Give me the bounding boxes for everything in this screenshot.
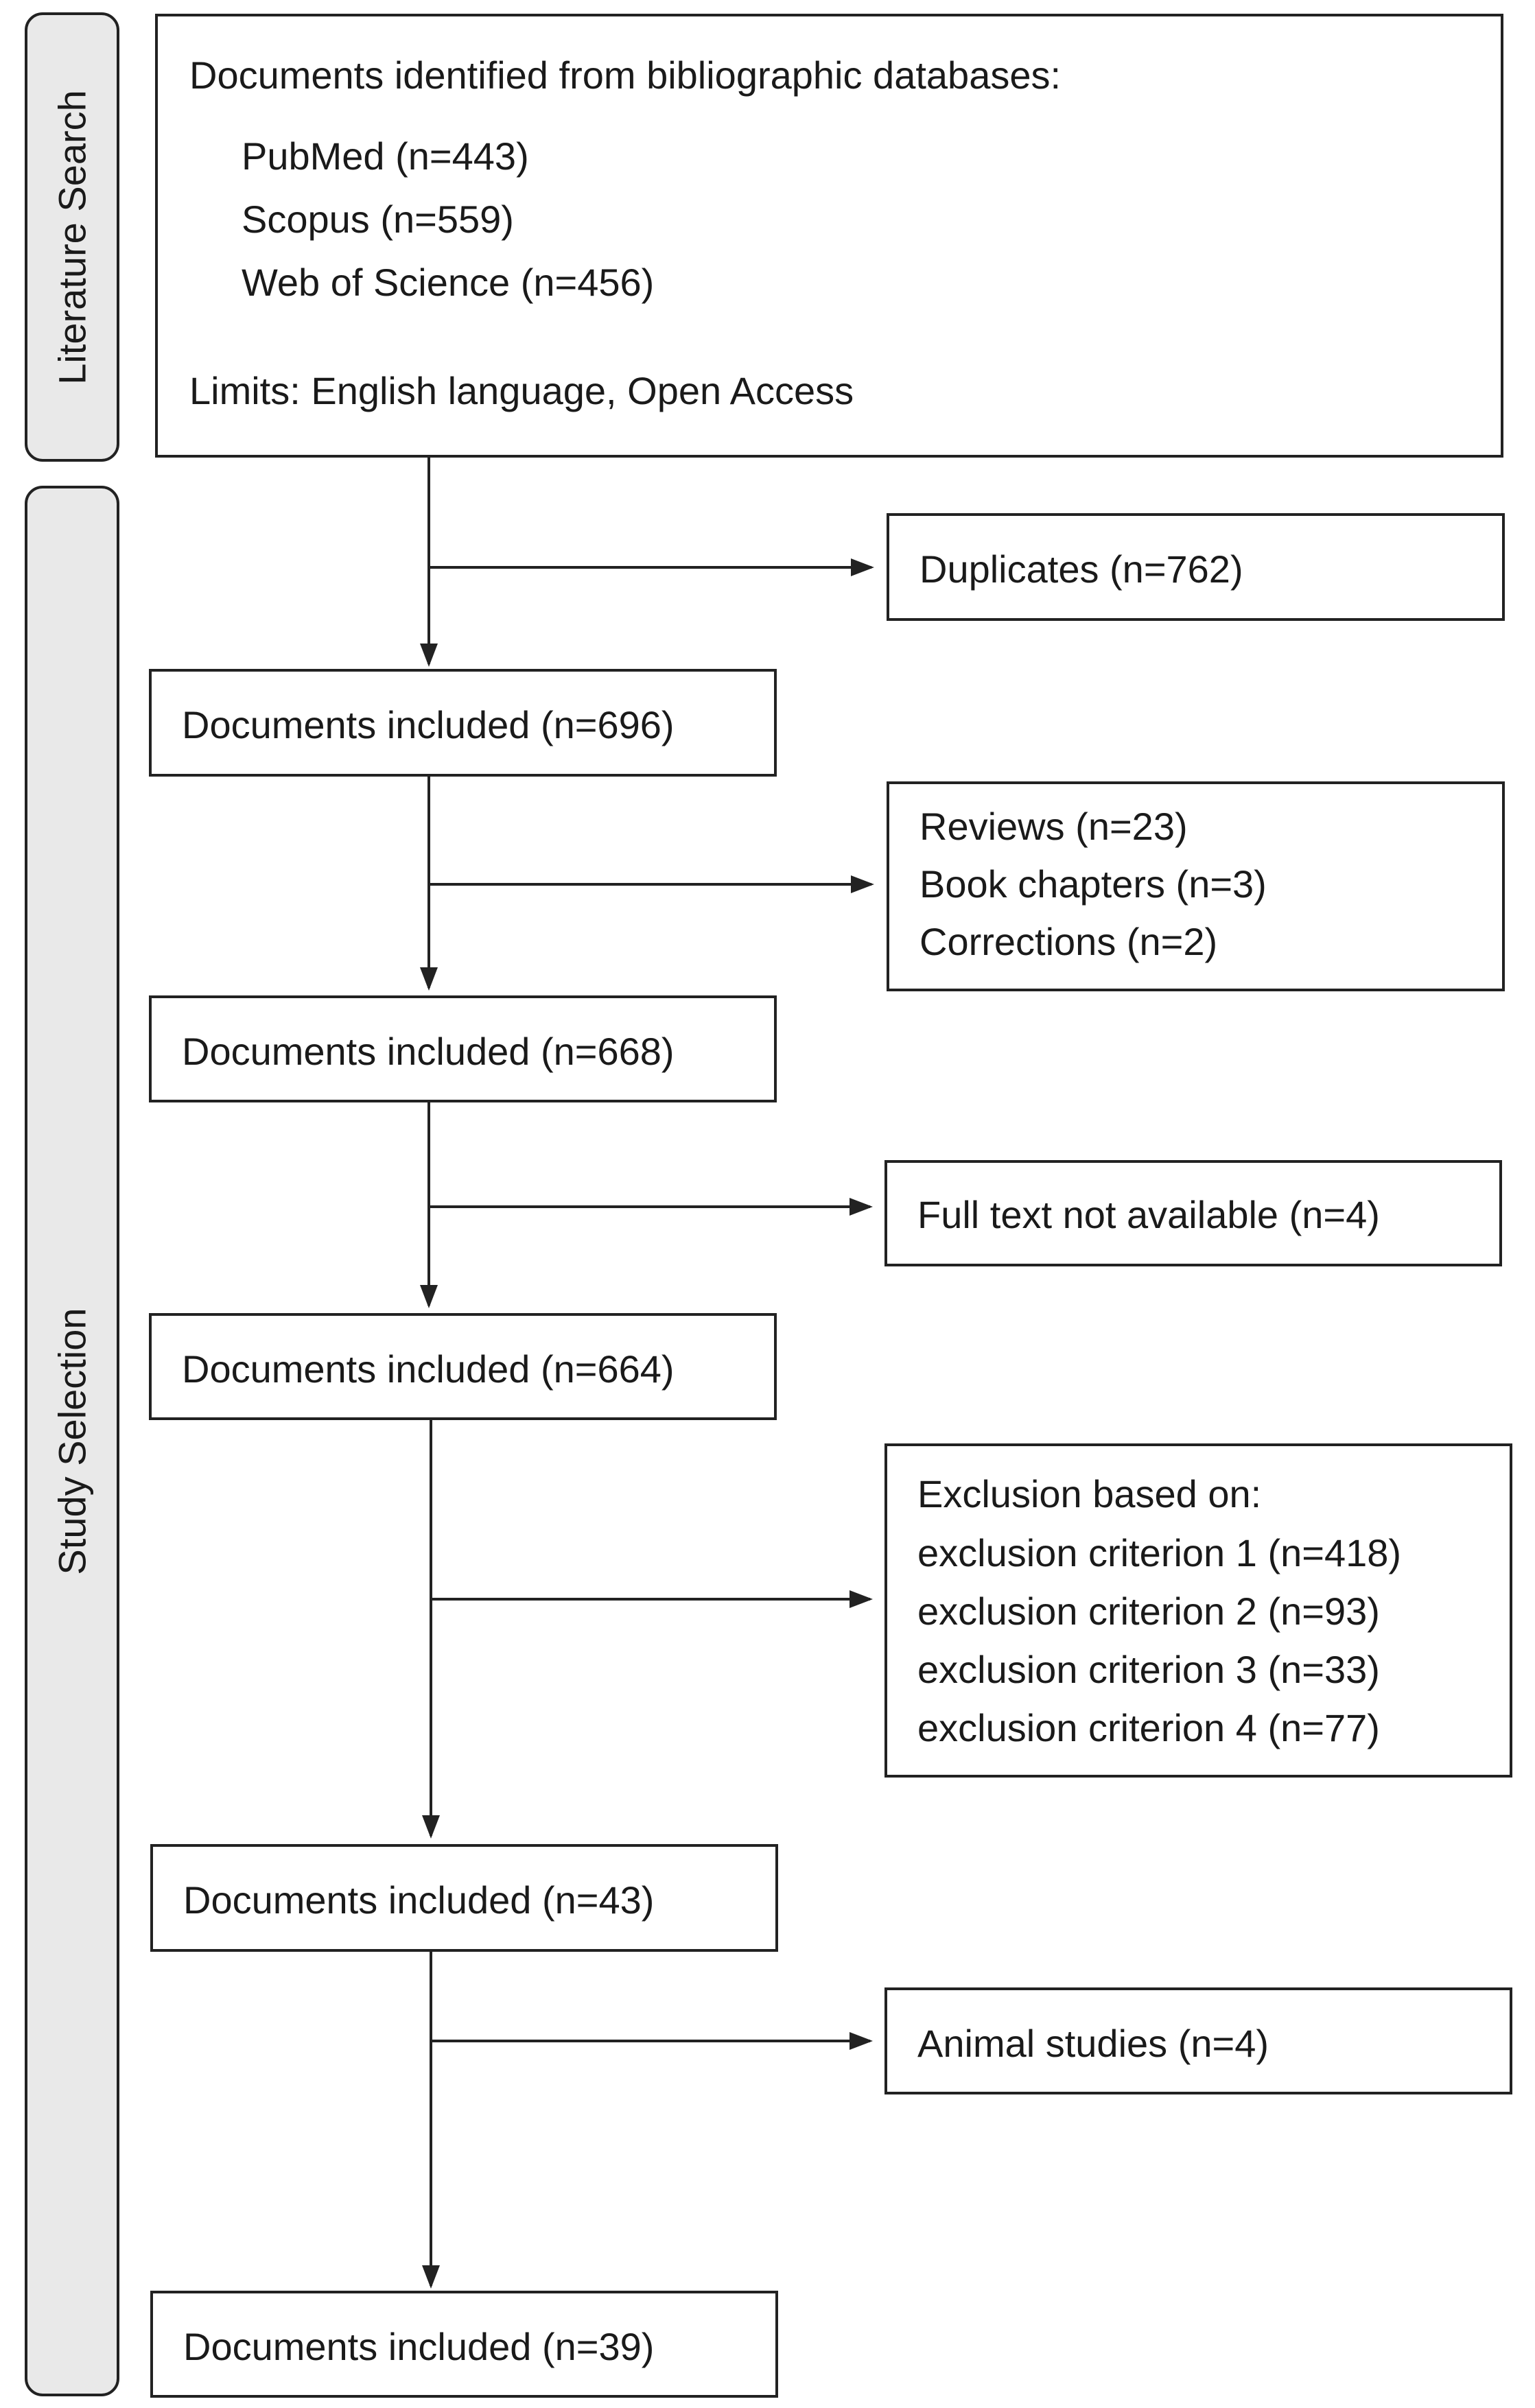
source-pubmed: PubMed (n=443) <box>242 134 529 178</box>
included-count-1: Documents included (n=696) <box>182 703 675 746</box>
criteria-heading: Exclusion based on: <box>917 1472 1262 1515</box>
included-box-1: Documents included (n=696) <box>149 669 777 777</box>
included-count-4: Documents included (n=43) <box>183 1878 655 1922</box>
included-box-5: Documents included (n=39) <box>150 2291 778 2398</box>
exclusion-criterion-1: exclusion criterion 1 (n=418) <box>917 1531 1402 1574</box>
included-count-2: Documents included (n=668) <box>182 1030 675 1073</box>
excluded-corrections: Corrections (n=2) <box>919 920 1218 963</box>
included-count-5: Documents included (n=39) <box>183 2325 655 2368</box>
identification-heading: Documents identified from bibliographic … <box>189 54 1062 97</box>
identification-box: Documents identified from bibliographic … <box>155 14 1503 458</box>
animal-studies-box: Animal studies (n=4) <box>884 1987 1512 2094</box>
source-scopus: Scopus (n=559) <box>242 198 514 241</box>
full-text-unavailable-count: Full text not available (n=4) <box>917 1193 1380 1236</box>
exclusion-criterion-2: exclusion criterion 2 (n=93) <box>917 1590 1380 1633</box>
document-type-exclusion-box: Reviews (n=23) Book chapters (n=3) Corre… <box>887 781 1505 991</box>
phase-bar-study-selection: Study Selection <box>25 486 119 2396</box>
duplicates-box: Duplicates (n=762) <box>887 513 1505 621</box>
included-box-3: Documents included (n=664) <box>149 1313 777 1420</box>
phase-bar-literature-search: Literature Search <box>25 12 119 462</box>
included-box-4: Documents included (n=43) <box>150 1844 778 1952</box>
duplicates-count: Duplicates (n=762) <box>919 547 1243 591</box>
excluded-reviews: Reviews (n=23) <box>919 805 1188 848</box>
excluded-book-chapters: Book chapters (n=3) <box>919 862 1267 906</box>
animal-studies-count: Animal studies (n=4) <box>917 2022 1269 2065</box>
exclusion-criterion-3: exclusion criterion 3 (n=33) <box>917 1648 1380 1691</box>
included-count-3: Documents included (n=664) <box>182 1347 675 1391</box>
exclusion-criterion-4: exclusion criterion 4 (n=77) <box>917 1706 1380 1749</box>
search-limits: Limits: English language, Open Access <box>189 369 854 412</box>
full-text-box: Full text not available (n=4) <box>884 1160 1502 1266</box>
source-web-of-science: Web of Science (n=456) <box>242 261 655 304</box>
included-box-2: Documents included (n=668) <box>149 995 777 1102</box>
criteria-exclusion-box: Exclusion based on: exclusion criterion … <box>884 1443 1512 1778</box>
